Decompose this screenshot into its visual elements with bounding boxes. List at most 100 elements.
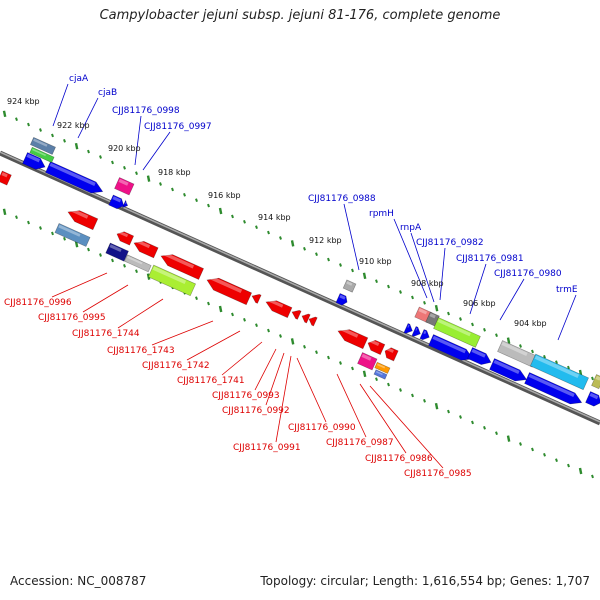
forward-gene-box xyxy=(114,177,135,196)
reverse-gene-arrow xyxy=(308,316,318,327)
forward-gene-label: CJJ81176_0988 xyxy=(308,194,376,204)
feature-layer xyxy=(0,136,600,407)
reverse-gene-label: CJJ81176_0986 xyxy=(365,454,433,464)
leader-line xyxy=(134,115,142,166)
reverse-gene-box xyxy=(105,242,129,262)
forward-gene-box xyxy=(433,317,481,348)
leader-line xyxy=(51,272,108,298)
leader-line xyxy=(296,357,327,423)
upper-tick xyxy=(375,279,378,284)
reverse-gene-label: CJJ81176_0992 xyxy=(222,406,290,416)
lower-tick xyxy=(74,240,79,248)
lower-tick xyxy=(447,409,450,414)
forward-gene-label: CJJ81176_0982 xyxy=(416,238,484,248)
leader-line xyxy=(186,330,241,361)
upper-tick xyxy=(74,142,79,150)
reverse-gene-label: CJJ81176_0995 xyxy=(38,313,106,323)
upper-tick xyxy=(483,327,486,332)
lower-tick xyxy=(87,247,90,252)
upper-tick xyxy=(387,284,390,289)
forward-gene-arrow xyxy=(419,329,430,341)
gene-labels: cjaAcjaBCJJ81176_0998CJJ81176_0997CJJ811… xyxy=(4,74,578,479)
reverse-gene-arrow xyxy=(384,347,399,362)
reverse-gene-arrow xyxy=(251,293,262,304)
lower-tick xyxy=(315,350,318,355)
leader-line xyxy=(469,263,487,315)
reverse-gene-box xyxy=(147,264,197,297)
reverse-gene-arrow xyxy=(291,309,302,320)
lower-tick xyxy=(135,269,138,274)
upper-tick xyxy=(195,198,198,203)
upper-tick xyxy=(495,333,498,338)
upper-tick xyxy=(243,219,246,224)
reverse-gene-label: CJJ81176_0996 xyxy=(4,298,72,308)
genome-backbone xyxy=(0,150,600,426)
ruler-label: 922 kbp xyxy=(57,121,90,130)
leader-line xyxy=(151,320,214,346)
forward-gene-box xyxy=(425,311,440,327)
reverse-gene-label: CJJ81176_1742 xyxy=(142,361,210,371)
reverse-gene-arrow xyxy=(133,239,159,259)
upper-tick xyxy=(543,354,546,359)
lower-tick xyxy=(279,334,282,338)
upper-tick xyxy=(51,133,54,138)
forward-gene-label: CJJ81176_0998 xyxy=(112,106,180,116)
upper-tick xyxy=(290,240,295,247)
lower-tick xyxy=(506,435,511,442)
lower-tick xyxy=(123,263,126,268)
lower-tick xyxy=(255,323,258,328)
reverse-gene-label: CJJ81176_0993 xyxy=(212,391,280,401)
reverse-gene-box xyxy=(54,223,91,247)
leader-line xyxy=(254,348,277,391)
forward-gene-label: rpmH xyxy=(369,209,394,219)
leader-line xyxy=(82,284,129,313)
upper-tick xyxy=(459,317,462,321)
lower-tick xyxy=(495,431,498,436)
reverse-gene-arrow xyxy=(206,275,253,306)
upper-tick xyxy=(555,360,558,365)
forward-gene-label: CJJ81176_0981 xyxy=(456,254,524,264)
upper-tick xyxy=(362,272,367,280)
upper-tick xyxy=(135,171,138,176)
forward-gene-arrow xyxy=(411,326,421,337)
leader-line xyxy=(221,341,263,376)
lower-tick xyxy=(195,296,198,301)
leader-line xyxy=(499,278,525,321)
upper-tick xyxy=(519,344,522,348)
ruler-label: 924 kbp xyxy=(7,97,40,106)
upper-tick xyxy=(207,203,210,208)
lower-tick xyxy=(351,366,354,371)
lower-tick xyxy=(2,208,7,216)
reverse-gene-arrow xyxy=(367,339,386,355)
forward-gene-label: trmE xyxy=(556,285,578,295)
upper-tick xyxy=(267,230,270,235)
forward-gene-box xyxy=(342,279,357,293)
lower-tick xyxy=(303,344,306,349)
upper-tick xyxy=(351,268,354,273)
leader-line xyxy=(557,294,577,341)
forward-gene-arrow xyxy=(22,152,46,170)
reverse-gene-label: CJJ81176_0985 xyxy=(404,469,472,479)
forward-gene-arrow xyxy=(524,372,583,405)
upper-tick xyxy=(159,182,162,186)
reverse-gene-label: CJJ81176_1741 xyxy=(177,376,245,386)
forward-gene-box xyxy=(29,136,56,155)
upper-tick xyxy=(567,365,570,370)
reverse-gene-box xyxy=(357,352,378,371)
forward-gene-label: CJJ81176_0997 xyxy=(144,122,212,132)
lower-tick xyxy=(471,420,474,425)
leader-line xyxy=(77,97,99,139)
forward-gene-arrow xyxy=(108,194,125,210)
reverse-gene-label: CJJ81176_0987 xyxy=(326,438,394,448)
upper-tick xyxy=(111,160,114,165)
reverse-gene-arrow xyxy=(301,313,311,324)
reverse-gene-label: CJJ81176_1744 xyxy=(72,329,140,339)
upper-tick xyxy=(218,207,223,215)
lower-tick xyxy=(375,377,378,382)
reverse-gene-arrow xyxy=(116,230,135,246)
lower-tick xyxy=(578,467,583,475)
leader-line xyxy=(359,383,407,454)
forward-gene-arrow xyxy=(403,323,413,334)
forward-gene-label: cjaA xyxy=(69,74,89,84)
